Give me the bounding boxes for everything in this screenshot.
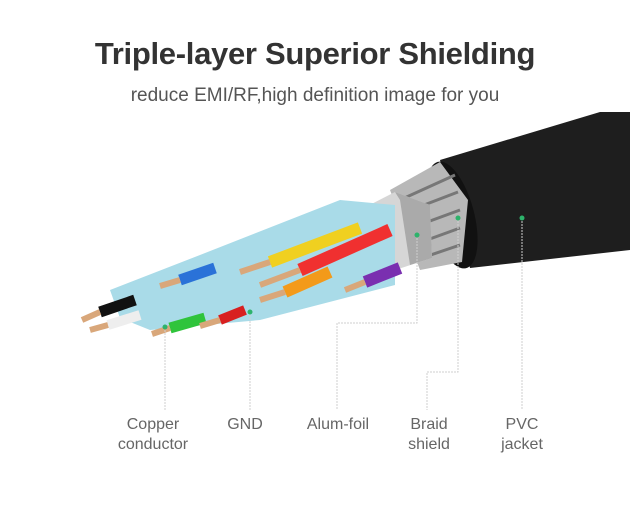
subheadline: reduce EMI/RF,high definition image for …	[130, 85, 500, 106]
headline: Triple-layer Superior Shielding	[94, 36, 536, 71]
leader-lines	[164, 218, 523, 410]
pvc-jacket	[440, 112, 630, 268]
marker-dots	[162, 215, 525, 330]
label-gnd: GND	[227, 416, 263, 433]
label-alum-foil: Alum-foil	[306, 416, 370, 433]
wires	[80, 222, 403, 337]
